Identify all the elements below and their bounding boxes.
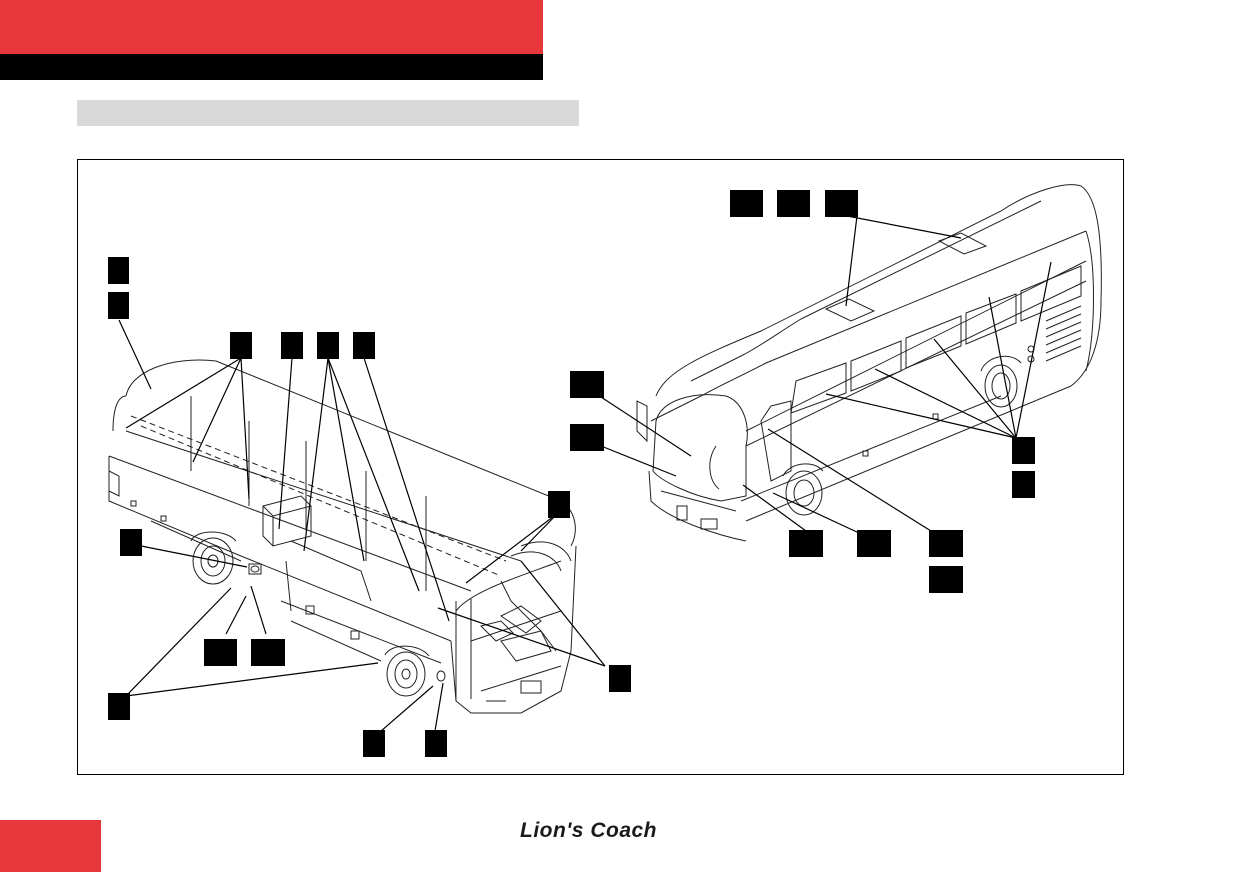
callout-leader-lines xyxy=(118,215,1052,732)
callout-box-r10 xyxy=(929,530,963,557)
callout-box-r7 xyxy=(1012,471,1035,498)
callout-box-l9 xyxy=(251,639,285,666)
callout-box-r9 xyxy=(857,530,891,557)
callout-box-l8 xyxy=(204,639,237,666)
header-black-band xyxy=(0,54,543,80)
callout-box-l5 xyxy=(317,332,339,359)
callout-box-l6 xyxy=(353,332,375,359)
bus-diagram-svg xyxy=(108,184,1102,757)
callout-box-r5 xyxy=(570,424,604,451)
brand-logo: Lion's Coach xyxy=(520,819,658,842)
header-red-bar xyxy=(0,0,543,54)
callout-box-r4 xyxy=(570,371,604,398)
callout-box-r1 xyxy=(730,190,763,217)
callout-box-l13 xyxy=(548,491,570,518)
callout-box-l1 xyxy=(108,257,129,284)
callout-box-l12 xyxy=(425,730,447,757)
callout-box-l3 xyxy=(230,332,252,359)
callout-box-l11 xyxy=(363,730,385,757)
callout-boxes xyxy=(108,190,1035,757)
section-title-bar xyxy=(77,100,579,126)
callout-box-l2 xyxy=(108,292,129,319)
callout-box-l4 xyxy=(281,332,303,359)
exterior-bus-drawing xyxy=(636,184,1102,542)
callout-box-r6 xyxy=(1012,437,1035,464)
page-number-tab xyxy=(0,820,101,872)
callout-box-l14 xyxy=(609,665,631,692)
callout-box-r2 xyxy=(777,190,810,217)
callout-box-r8 xyxy=(789,530,823,557)
callout-box-r3 xyxy=(825,190,858,217)
callout-box-r11 xyxy=(929,566,963,593)
callout-box-l10 xyxy=(108,693,130,720)
callout-box-l7 xyxy=(120,529,142,556)
bus-diagram-figure xyxy=(77,159,1124,775)
cutaway-bus-drawing xyxy=(108,359,577,714)
